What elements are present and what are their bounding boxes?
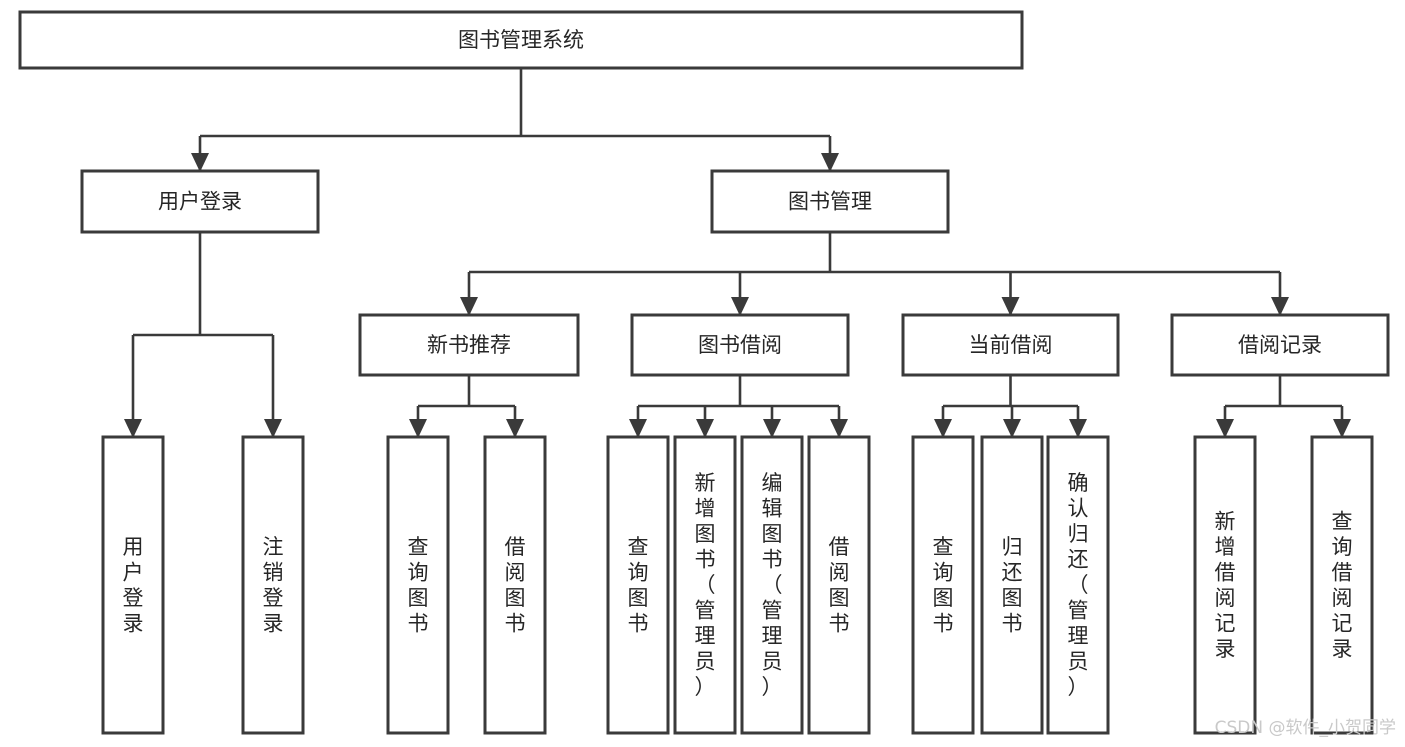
node-box-leaf-query-book-bor bbox=[606, 435, 670, 735]
node-box-leaf-confirm-return bbox=[1046, 435, 1110, 735]
node-leaf-add-record[interactable]: 新增借阅记录 bbox=[1193, 435, 1257, 735]
node-box-leaf-query-book-cur bbox=[911, 435, 975, 735]
node-box-new-book-recommend bbox=[358, 313, 580, 377]
csdn-watermark: CSDN @软件_小贺同学 bbox=[1215, 718, 1396, 738]
node-box-leaf-user-logout bbox=[241, 435, 305, 735]
current-borrow-to-leaves-arrow-2 bbox=[1069, 419, 1087, 438]
node-leaf-confirm-return[interactable]: 确认归还（管理员） bbox=[1046, 435, 1110, 735]
book-borrow-to-leaves-arrow-0 bbox=[629, 419, 647, 438]
node-book-manage[interactable]: 图书管理 bbox=[710, 169, 950, 234]
connectors-layer bbox=[124, 68, 1351, 438]
node-root[interactable]: 图书管理系统 bbox=[18, 10, 1024, 70]
node-label-book-borrow: 图书借阅 bbox=[698, 333, 782, 357]
nodes-layer: 新书推荐图书借阅当前借阅借阅记录用户登录图书管理用户登录注销登录查询图书借阅图书… bbox=[18, 10, 1390, 735]
node-label-leaf-confirm-return: 确认归还（管理员） bbox=[1068, 471, 1089, 699]
user-login-to-leaves-arrow-1 bbox=[264, 419, 282, 438]
book-borrow-to-leaves-arrow-2 bbox=[763, 419, 781, 438]
node-box-current-borrow bbox=[901, 313, 1120, 377]
node-box-leaf-return-book bbox=[980, 435, 1044, 735]
node-label-book-manage: 图书管理 bbox=[788, 190, 872, 214]
node-label-new-book-recommend: 新书推荐 bbox=[427, 333, 511, 357]
bookmanage-to-level3-arrow-0 bbox=[460, 297, 478, 316]
node-user-login[interactable]: 用户登录 bbox=[80, 169, 320, 234]
node-box-user-login bbox=[80, 169, 320, 234]
node-box-leaf-add-book bbox=[673, 435, 737, 735]
node-book-borrow[interactable]: 图书借阅 bbox=[630, 313, 850, 377]
node-new-book-recommend[interactable]: 新书推荐 bbox=[358, 313, 580, 377]
bookmanage-to-level3-arrow-2 bbox=[1001, 297, 1020, 316]
node-label-leaf-edit-book: 编辑图书（管理员） bbox=[762, 471, 783, 699]
bookmanage-to-level3-arrow-1 bbox=[731, 297, 749, 316]
node-leaf-borrow-book-rec[interactable]: 借阅图书 bbox=[483, 435, 547, 735]
node-label-leaf-borrow-book-rec: 借阅图书 bbox=[505, 535, 526, 636]
node-leaf-borrow-book-bor[interactable]: 借阅图书 bbox=[807, 435, 871, 735]
book-borrow-to-leaves-arrow-3 bbox=[830, 419, 848, 438]
borrow-record-to-leaves-arrow-0 bbox=[1216, 419, 1234, 438]
node-label-root: 图书管理系统 bbox=[458, 28, 584, 52]
node-label-user-login: 用户登录 bbox=[158, 190, 242, 214]
root-to-level2-arrow-1 bbox=[821, 153, 839, 172]
node-box-leaf-borrow-book-bor bbox=[807, 435, 871, 735]
user-login-to-leaves-arrow-0 bbox=[124, 419, 142, 438]
node-label-current-borrow: 当前借阅 bbox=[969, 333, 1053, 357]
current-borrow-to-leaves-arrow-0 bbox=[934, 419, 952, 438]
node-label-borrow-record: 借阅记录 bbox=[1238, 333, 1322, 357]
bookmanage-to-level3-arrow-3 bbox=[1271, 297, 1289, 316]
node-label-leaf-add-book: 新增图书（管理员） bbox=[695, 471, 716, 699]
node-box-book-manage bbox=[710, 169, 950, 234]
node-box-leaf-borrow-book-rec bbox=[483, 435, 547, 735]
node-box-leaf-user-login bbox=[101, 435, 165, 735]
current-borrow-to-leaves-arrow-1 bbox=[1003, 419, 1021, 438]
node-label-leaf-query-record: 查询借阅记录 bbox=[1332, 509, 1353, 661]
node-label-leaf-user-logout: 注销登录 bbox=[263, 535, 284, 636]
new-book-recommend-to-leaves-arrow-0 bbox=[409, 419, 427, 438]
node-leaf-query-book-cur[interactable]: 查询图书 bbox=[911, 435, 975, 735]
node-leaf-user-login[interactable]: 用户登录 bbox=[101, 435, 165, 735]
node-box-leaf-query-record bbox=[1310, 435, 1374, 735]
node-box-leaf-query-book-rec bbox=[386, 435, 450, 735]
new-book-recommend-to-leaves-arrow-1 bbox=[506, 419, 524, 438]
borrow-record-to-leaves-arrow-1 bbox=[1333, 419, 1351, 438]
node-box-leaf-add-record bbox=[1193, 435, 1257, 735]
node-box-book-borrow bbox=[630, 313, 850, 377]
node-label-leaf-add-record: 新增借阅记录 bbox=[1215, 509, 1236, 661]
node-label-leaf-query-book-bor: 查询图书 bbox=[628, 535, 649, 636]
node-label-leaf-query-book-cur: 查询图书 bbox=[933, 535, 954, 636]
node-box-root bbox=[18, 10, 1024, 70]
book-borrow-to-leaves-arrow-1 bbox=[696, 419, 714, 438]
node-leaf-edit-book[interactable]: 编辑图书（管理员） bbox=[740, 435, 804, 735]
node-label-leaf-query-book-rec: 查询图书 bbox=[408, 535, 429, 636]
node-leaf-query-record[interactable]: 查询借阅记录 bbox=[1310, 435, 1374, 735]
node-leaf-return-book[interactable]: 归还图书 bbox=[980, 435, 1044, 735]
node-box-borrow-record bbox=[1170, 313, 1390, 377]
node-box-leaf-edit-book bbox=[740, 435, 804, 735]
node-leaf-query-book-bor[interactable]: 查询图书 bbox=[606, 435, 670, 735]
node-label-leaf-return-book: 归还图书 bbox=[1002, 535, 1023, 636]
node-current-borrow[interactable]: 当前借阅 bbox=[901, 313, 1120, 377]
node-borrow-record[interactable]: 借阅记录 bbox=[1170, 313, 1390, 377]
node-leaf-add-book[interactable]: 新增图书（管理员） bbox=[673, 435, 737, 735]
node-leaf-query-book-rec[interactable]: 查询图书 bbox=[386, 435, 450, 735]
node-leaf-user-logout[interactable]: 注销登录 bbox=[241, 435, 305, 735]
root-to-level2-arrow-0 bbox=[191, 153, 209, 172]
node-label-leaf-user-login: 用户登录 bbox=[123, 535, 144, 636]
node-label-leaf-borrow-book-bor: 借阅图书 bbox=[829, 535, 850, 636]
